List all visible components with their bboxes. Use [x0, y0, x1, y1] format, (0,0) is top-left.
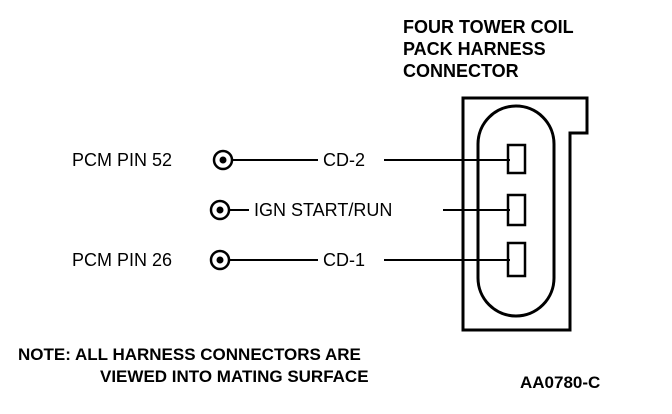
circuit-label-ign-start-run: IGN START/RUN: [254, 200, 392, 220]
pin-label-pcm-52: PCM PIN 52: [72, 150, 172, 170]
terminal-cd-1: [506, 241, 527, 278]
wire-cd-1: PCM PIN 26 CD-1: [72, 249, 510, 271]
pin-label-pcm-26: PCM PIN 26: [72, 250, 172, 270]
wire-ign-start-run: IGN START/RUN: [209, 199, 510, 221]
coil-pack-connector: [461, 96, 589, 332]
connector-title-line-1: FOUR TOWER COIL: [403, 17, 574, 37]
connector-housing: [461, 96, 589, 332]
pin-terminal-dot: [216, 206, 224, 214]
circuit-label-cd-2: CD-2: [323, 150, 365, 170]
connector-title-line-3: CONNECTOR: [403, 61, 519, 81]
note-line-2: VIEWED INTO MATING SURFACE: [100, 367, 369, 386]
pin-terminal-dot: [219, 156, 227, 164]
terminal-ign-start-run: [506, 193, 527, 227]
connector-title-line-2: PACK HARNESS: [403, 39, 546, 59]
wire-cd-2: PCM PIN 52 CD-2: [72, 149, 510, 171]
figure-code: AA0780-C: [520, 373, 600, 392]
note-line-1: NOTE: ALL HARNESS CONNECTORS ARE: [18, 345, 361, 364]
terminal-cd-2: [506, 143, 527, 175]
circuit-label-cd-1: CD-1: [323, 250, 365, 270]
pin-terminal-dot: [216, 256, 224, 264]
